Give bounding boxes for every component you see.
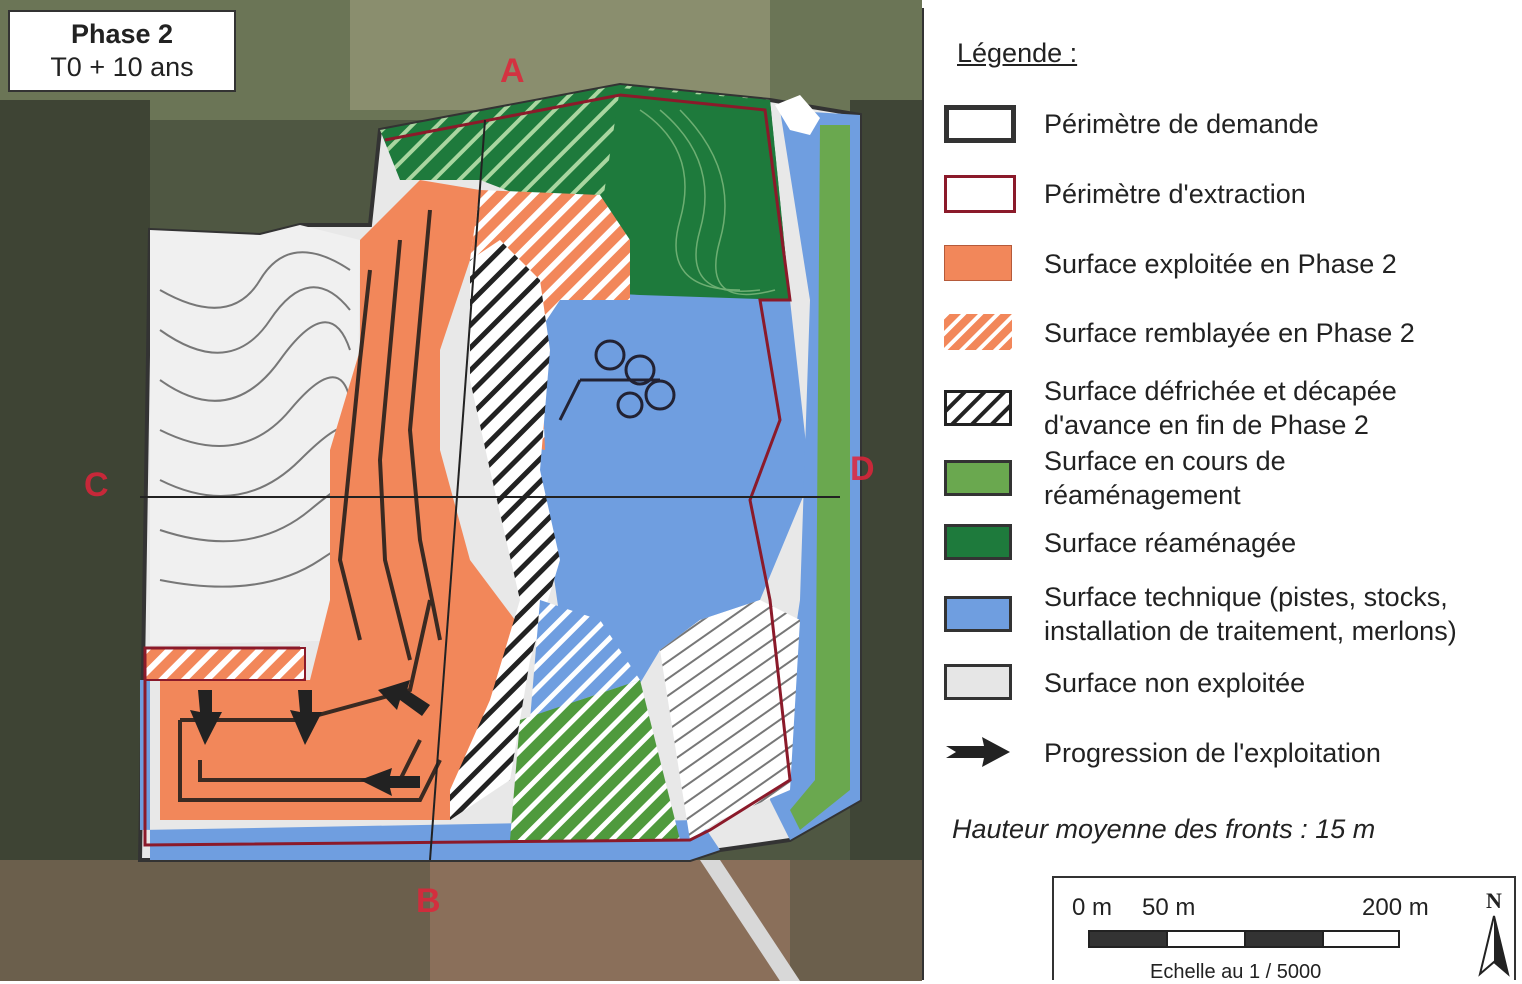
swatch-surface-technique xyxy=(944,596,1012,632)
legend-label-line2: installation de traitement, merlons) xyxy=(1044,616,1457,646)
scale-bar-box: 0 m 50 m 200 m Echelle au 1 / 5000 N xyxy=(1052,876,1516,983)
legend-label: Surface réaménagée xyxy=(1044,528,1297,558)
swatch-surface-exploitee xyxy=(944,245,1012,281)
field-south-center xyxy=(430,860,790,981)
phase-label-box: Phase 2 T0 + 10 ans xyxy=(8,10,236,92)
north-label: N xyxy=(1486,888,1502,913)
track-south xyxy=(700,860,800,981)
swatch-surface-reamenagee xyxy=(944,524,1012,560)
swatch-surface-en-cours xyxy=(944,460,1012,496)
legend-label-line1: Surface technique (pistes, stocks, xyxy=(1044,582,1448,612)
scale-label-0: 0 m xyxy=(1072,894,1113,921)
scale-caption: Echelle au 1 / 5000 xyxy=(1150,961,1322,983)
swatch-surface-remblayee xyxy=(944,314,1012,350)
forest-west xyxy=(0,100,150,860)
legend-label-line2: d'avance en fin de Phase 2 xyxy=(1044,410,1369,440)
section-point-a: A xyxy=(500,52,525,90)
swatch-perimetre-demande xyxy=(944,105,1016,143)
legend-label-line2: réaménagement xyxy=(1044,480,1241,510)
legend-label: Périmètre d'extraction xyxy=(1044,179,1306,209)
north-arrow-icon: N xyxy=(1478,888,1510,977)
section-point-c: C xyxy=(84,466,109,504)
scale-segment xyxy=(1088,930,1168,948)
legend-label: Surface remblayée en Phase 2 xyxy=(1044,318,1415,348)
swatch-perimetre-extraction xyxy=(944,175,1016,213)
swatch-surface-non-exploitee xyxy=(944,664,1012,700)
legend-label: Progression de l'exploitation xyxy=(1044,738,1381,768)
legend-label-line1: Surface en cours de xyxy=(1044,446,1286,476)
legend-label: Surface exploitée en Phase 2 xyxy=(1044,249,1397,279)
section-point-d: D xyxy=(850,450,875,488)
legend-title: Légende : xyxy=(957,38,1078,68)
surface-en-cours-merlon xyxy=(790,125,850,830)
surface-reamenagee-nord-est xyxy=(600,88,790,300)
progression-arrow-icon xyxy=(360,768,420,796)
phase-title: Phase 2 xyxy=(70,19,174,49)
gradins xyxy=(178,209,442,802)
legend-label: Périmètre de demande xyxy=(1044,109,1319,139)
progression-arrows xyxy=(190,680,430,796)
phase-subtitle: T0 + 10 ans xyxy=(50,52,194,82)
zone-non-exploitee-est xyxy=(660,600,800,840)
scale-segment xyxy=(1166,930,1246,948)
section-point-b: B xyxy=(416,882,441,920)
arrow-icon xyxy=(946,737,1010,767)
zone-blanche-nord-est xyxy=(775,95,820,135)
scale-label-50: 50 m xyxy=(1142,894,1196,921)
legend-panel: Légende : Périmètre de demande Périmètre… xyxy=(922,8,1516,983)
surface-technique-hatch xyxy=(530,600,640,720)
scale-label-200: 200 m xyxy=(1362,894,1429,921)
progression-arrow-icon xyxy=(190,690,222,745)
coupe-ab-line xyxy=(429,119,486,861)
scale-segment xyxy=(1322,930,1400,948)
surface-defrichee xyxy=(450,240,560,820)
contours-nord xyxy=(639,109,776,296)
surface-technique-centre xyxy=(540,290,810,700)
surface-reamenagement-sud xyxy=(510,680,680,840)
piste-sud xyxy=(140,680,720,860)
map-canvas xyxy=(0,0,922,981)
installation-traitement xyxy=(558,339,676,421)
legend-label-line1: Surface défrichée et décapée xyxy=(1044,376,1397,406)
legend-label: Surface non exploitée xyxy=(1044,668,1306,698)
surface-remblayee-ouest xyxy=(144,647,306,681)
perimetre-extraction xyxy=(143,93,792,847)
swatch-surface-defrichee xyxy=(944,390,1012,426)
progression-arrow-icon xyxy=(378,680,430,716)
hauteur-fronts: Hauteur moyenne des fronts : 15 m xyxy=(952,814,1376,844)
progression-arrow-icon xyxy=(290,690,322,745)
scale-segment xyxy=(1244,930,1324,948)
